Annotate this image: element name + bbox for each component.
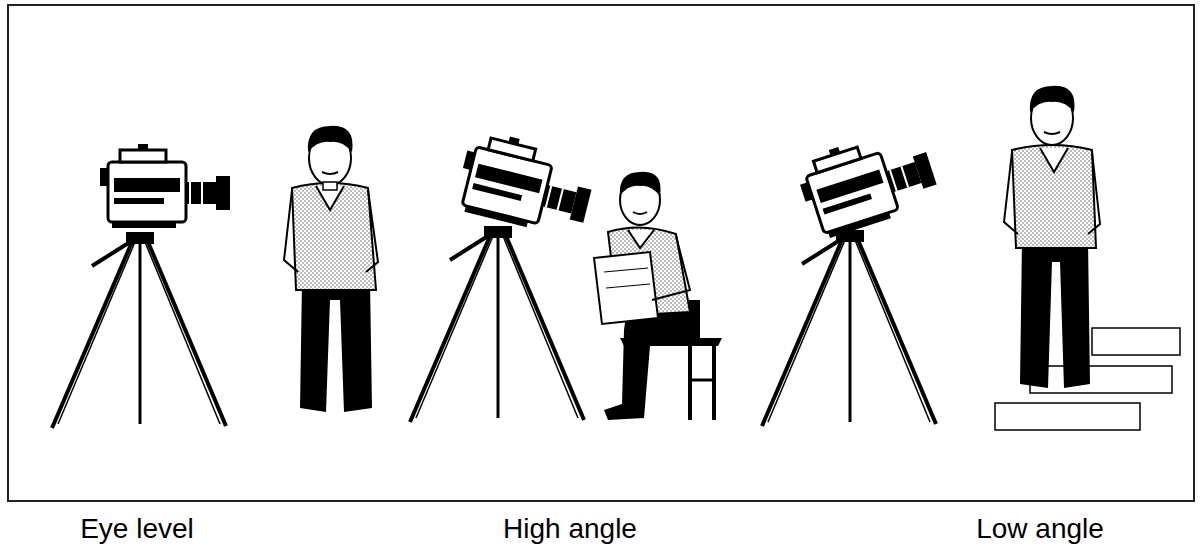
frame [8,5,1194,501]
camera [100,144,230,228]
seated-person [594,172,700,420]
tripod [762,230,936,426]
camera [793,122,943,242]
caption-label: High angle [503,512,637,546]
standing-person [284,126,378,412]
tripod [52,232,226,428]
caption-label: Eye level [80,512,194,546]
caption-label: Low angle [976,512,1104,546]
camera [453,127,599,240]
standing-person [1004,86,1100,388]
tripod [410,226,584,422]
